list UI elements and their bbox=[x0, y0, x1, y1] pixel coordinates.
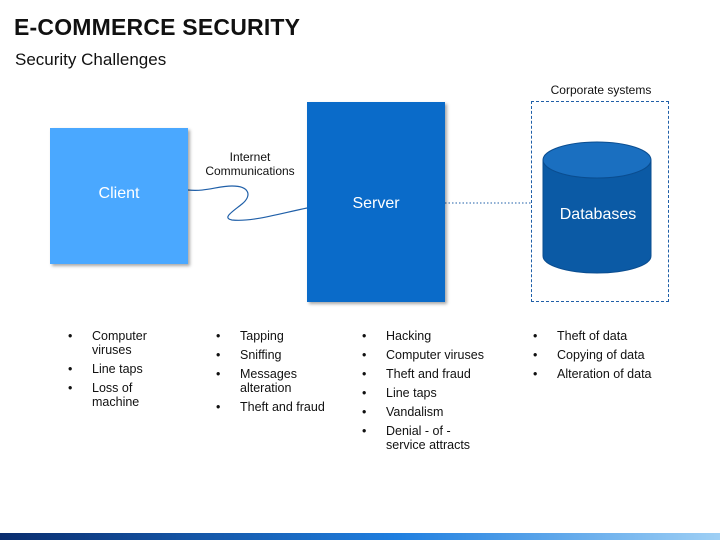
page-subtitle: Security Challenges bbox=[15, 50, 167, 69]
internet-label-line-2: Communications bbox=[205, 164, 295, 178]
list-item: Hacking bbox=[362, 329, 492, 343]
list-item: Denial - of - service attracts bbox=[362, 424, 492, 452]
internet-label-line-1: Internet bbox=[229, 150, 271, 164]
page-title: E-COMMERCE SECURITY bbox=[14, 14, 301, 40]
list-item: Line taps bbox=[362, 386, 492, 400]
databases-label: Databases bbox=[559, 206, 637, 223]
server-box: Server bbox=[307, 102, 445, 302]
list-item: Theft and fraud bbox=[362, 367, 492, 381]
list-item: Computer viruses bbox=[68, 329, 178, 357]
server-label: Server bbox=[352, 195, 400, 212]
internet-connection-line bbox=[187, 185, 308, 221]
list-item: Computer viruses bbox=[362, 348, 492, 362]
list-item: Vandalism bbox=[362, 405, 492, 419]
list-item: Alteration of data bbox=[533, 367, 683, 381]
internet-communications-label: Internet Communications bbox=[195, 150, 305, 178]
list-item: Theft and fraud bbox=[216, 400, 346, 414]
corporate-systems-label: Corporate systems bbox=[550, 83, 652, 97]
client-label: Client bbox=[98, 185, 140, 202]
database-challenges-list: Theft of data Copying of data Alteration… bbox=[533, 329, 683, 386]
client-box: Client bbox=[50, 128, 188, 264]
list-item: Loss of machine bbox=[68, 381, 178, 409]
list-item: Tapping bbox=[216, 329, 346, 343]
list-item: Theft of data bbox=[533, 329, 683, 343]
corporate-systems-boundary bbox=[531, 101, 669, 302]
list-item: Copying of data bbox=[533, 348, 683, 362]
client-challenges-list: Computer viruses Line taps Loss of machi… bbox=[68, 329, 178, 414]
server-challenges-list: Hacking Computer viruses Theft and fraud… bbox=[362, 329, 492, 457]
internet-challenges-list: Tapping Sniffing Messages alteration The… bbox=[216, 329, 346, 419]
list-item: Line taps bbox=[68, 362, 178, 376]
footer-gradient-bar bbox=[0, 533, 720, 540]
database-cylinder-icon bbox=[542, 141, 652, 274]
list-item: Sniffing bbox=[216, 348, 346, 362]
list-item: Messages alteration bbox=[216, 367, 346, 395]
